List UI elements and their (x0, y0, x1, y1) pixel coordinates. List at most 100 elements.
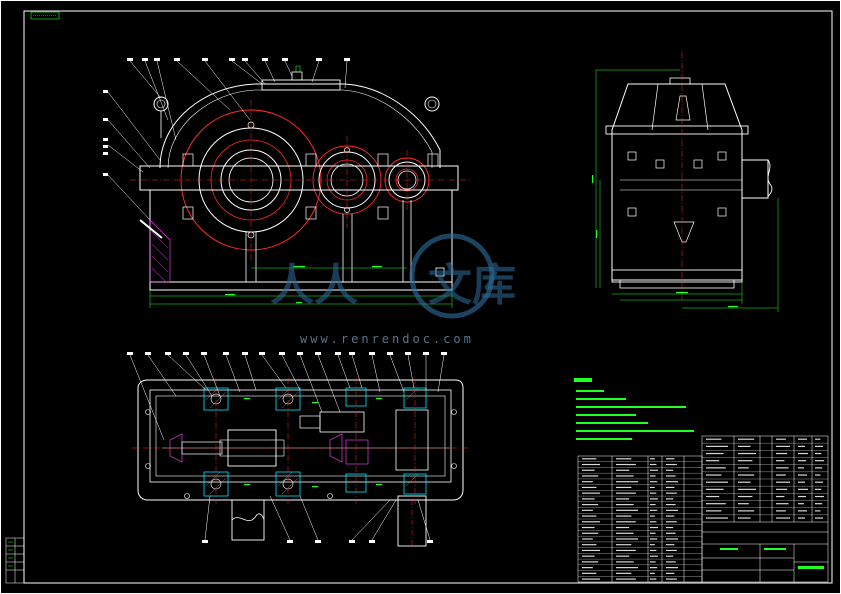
parts-cell-text (666, 463, 677, 466)
parts-cell-text (650, 475, 656, 477)
parts-cell-text (582, 492, 600, 494)
parts-cell-text (582, 481, 593, 483)
title-cell-text (798, 488, 808, 490)
parts-cell-text (582, 515, 597, 517)
technical-notes (574, 378, 694, 440)
title-cell-text (798, 467, 804, 469)
title-cell-text (738, 488, 756, 490)
title-cell-text (706, 467, 726, 469)
parts-cell-text (650, 504, 656, 506)
parts-cell-text (582, 578, 600, 580)
front-view (103, 58, 470, 308)
output-shaft-stub (397, 495, 427, 547)
parts-cell-text (616, 509, 638, 511)
parts-cell-text (650, 509, 658, 511)
title-cell-text (738, 503, 749, 505)
inspection-cover (261, 79, 341, 91)
title-block-rows (702, 443, 828, 515)
corner-tag-box (30, 11, 60, 20)
oil-sump-hatch (149, 219, 171, 283)
title-cell-text (798, 495, 806, 498)
parts-cell-text (582, 521, 600, 523)
gear-small-plan (395, 409, 429, 471)
watermark-url: www.renrendoc.com (300, 332, 474, 346)
title-cell-text (706, 517, 728, 519)
parts-cell-text (616, 532, 634, 534)
title-cell-text (798, 503, 804, 505)
parts-cell-text (616, 538, 638, 540)
parts-cell-text (666, 498, 674, 500)
title-cell-text (798, 481, 805, 483)
title-cell-text (738, 467, 749, 469)
watermark-ring (409, 233, 495, 319)
title-cell-text (815, 452, 822, 455)
title-cell-text (815, 503, 823, 505)
side-output-shaft (741, 159, 769, 199)
parts-cell-text (650, 561, 656, 563)
title-cell-text (776, 488, 788, 490)
title-cell-text (776, 438, 786, 440)
title-cell-text (776, 517, 790, 519)
parts-list-rows (578, 461, 702, 577)
parts-cell-text (650, 567, 658, 569)
parts-cell-text (582, 509, 593, 511)
title-cell-text (706, 503, 726, 505)
parts-cell-text (582, 544, 597, 546)
parts-cell-text (666, 481, 678, 483)
parts-cell-text (582, 498, 595, 500)
parts-cell-text (616, 515, 632, 517)
parts-cell-text (582, 469, 595, 471)
parts-cell-text (650, 532, 656, 534)
leader-lines-front (107, 60, 348, 221)
title-cell-text (738, 495, 753, 498)
parts-cell-text (650, 578, 657, 580)
parts-cell-text (666, 509, 678, 511)
gear-mid-plan (319, 411, 365, 433)
title-cell-text (815, 488, 822, 490)
parts-cell-text (582, 561, 599, 563)
title-cell-text (815, 438, 821, 440)
title-cell-text (706, 460, 720, 462)
title-cell-text (798, 445, 805, 447)
watermark-text-cn: 文库 (428, 260, 516, 311)
parts-cell-text (616, 469, 630, 471)
title-cell-text (815, 467, 823, 469)
parts-cell-text (616, 561, 634, 563)
parts-cell-text (666, 578, 677, 580)
parts-cell-text (616, 458, 632, 460)
title-cell-text (738, 438, 755, 440)
title-cell-text (815, 474, 821, 476)
parts-cell-text (666, 515, 675, 517)
parts-cell-text (666, 504, 676, 506)
parts-cell-text (666, 521, 677, 523)
parts-cell-text (616, 481, 638, 483)
parts-cell-text (616, 521, 636, 523)
parts-cell-text (650, 538, 658, 540)
title-cell-text (706, 488, 724, 490)
title-cell-text (706, 438, 722, 440)
parts-cell-text (650, 544, 655, 546)
parts-cell-text (666, 567, 678, 569)
parts-cell-text (666, 538, 678, 540)
parts-cell-text (616, 549, 636, 552)
parts-cell-text (650, 469, 658, 471)
parts-cell-text (616, 567, 638, 569)
title-cell-text (815, 510, 821, 512)
parts-cell-text (616, 526, 630, 529)
title-cell-text (738, 474, 755, 476)
title-cell-text (776, 481, 790, 483)
lifting-lug-left (153, 96, 169, 112)
title-cell-text (776, 510, 786, 512)
parts-cell-text (582, 504, 599, 506)
parts-cell-text (666, 492, 677, 494)
parts-cell-text (616, 578, 636, 580)
parts-cell-text (616, 504, 634, 506)
parts-cell-text (666, 458, 675, 460)
plan-housing-outline (137, 379, 464, 501)
parts-cell-text (582, 555, 595, 557)
title-cell-text (706, 474, 722, 476)
title-cell-text (706, 495, 720, 498)
housing-upper-outline (159, 83, 441, 169)
title-cell-text (706, 445, 728, 447)
title-cell-text (738, 481, 751, 483)
